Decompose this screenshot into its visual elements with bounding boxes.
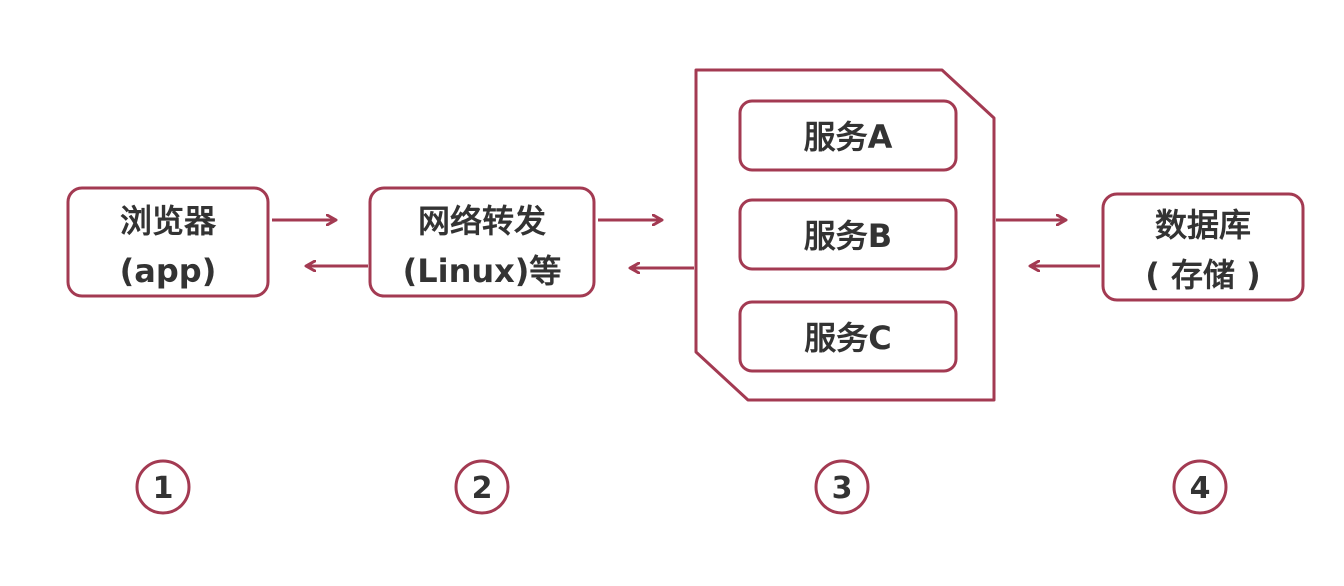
database-node: 数据库 ( 存储 ) [1101,192,1305,302]
network-label-line2: (Linux)等 [403,252,562,290]
database-label-line1: 数据库 [1155,206,1251,244]
service-c-box: 服务C [738,300,958,373]
browser-label-line1: 浏览器 [120,202,217,240]
service-a-box: 服务A [738,99,958,172]
network-node: 网络转发 (Linux)等 [368,186,596,298]
step-4-number: 4 [1190,471,1211,506]
browser-label-line2: (app) [120,252,217,290]
database-label-line2: ( 存储 ) [1145,256,1261,294]
network-label-line1: 网络转发 [418,202,546,240]
service-c-label: 服务C [804,319,892,357]
step-1-number: 1 [153,471,174,506]
step-2: 2 [454,459,510,515]
step-4: 4 [1172,459,1228,515]
step-1: 1 [135,459,191,515]
services-container: 服务A 服务B 服务C [694,68,996,402]
service-b-box: 服务B [738,198,958,271]
step-3-number: 3 [832,471,853,506]
step-2-number: 2 [472,471,493,506]
service-b-label: 服务B [804,217,892,255]
step-3: 3 [814,459,870,515]
service-a-label: 服务A [804,118,893,156]
browser-node: 浏览器 (app) [66,186,270,298]
